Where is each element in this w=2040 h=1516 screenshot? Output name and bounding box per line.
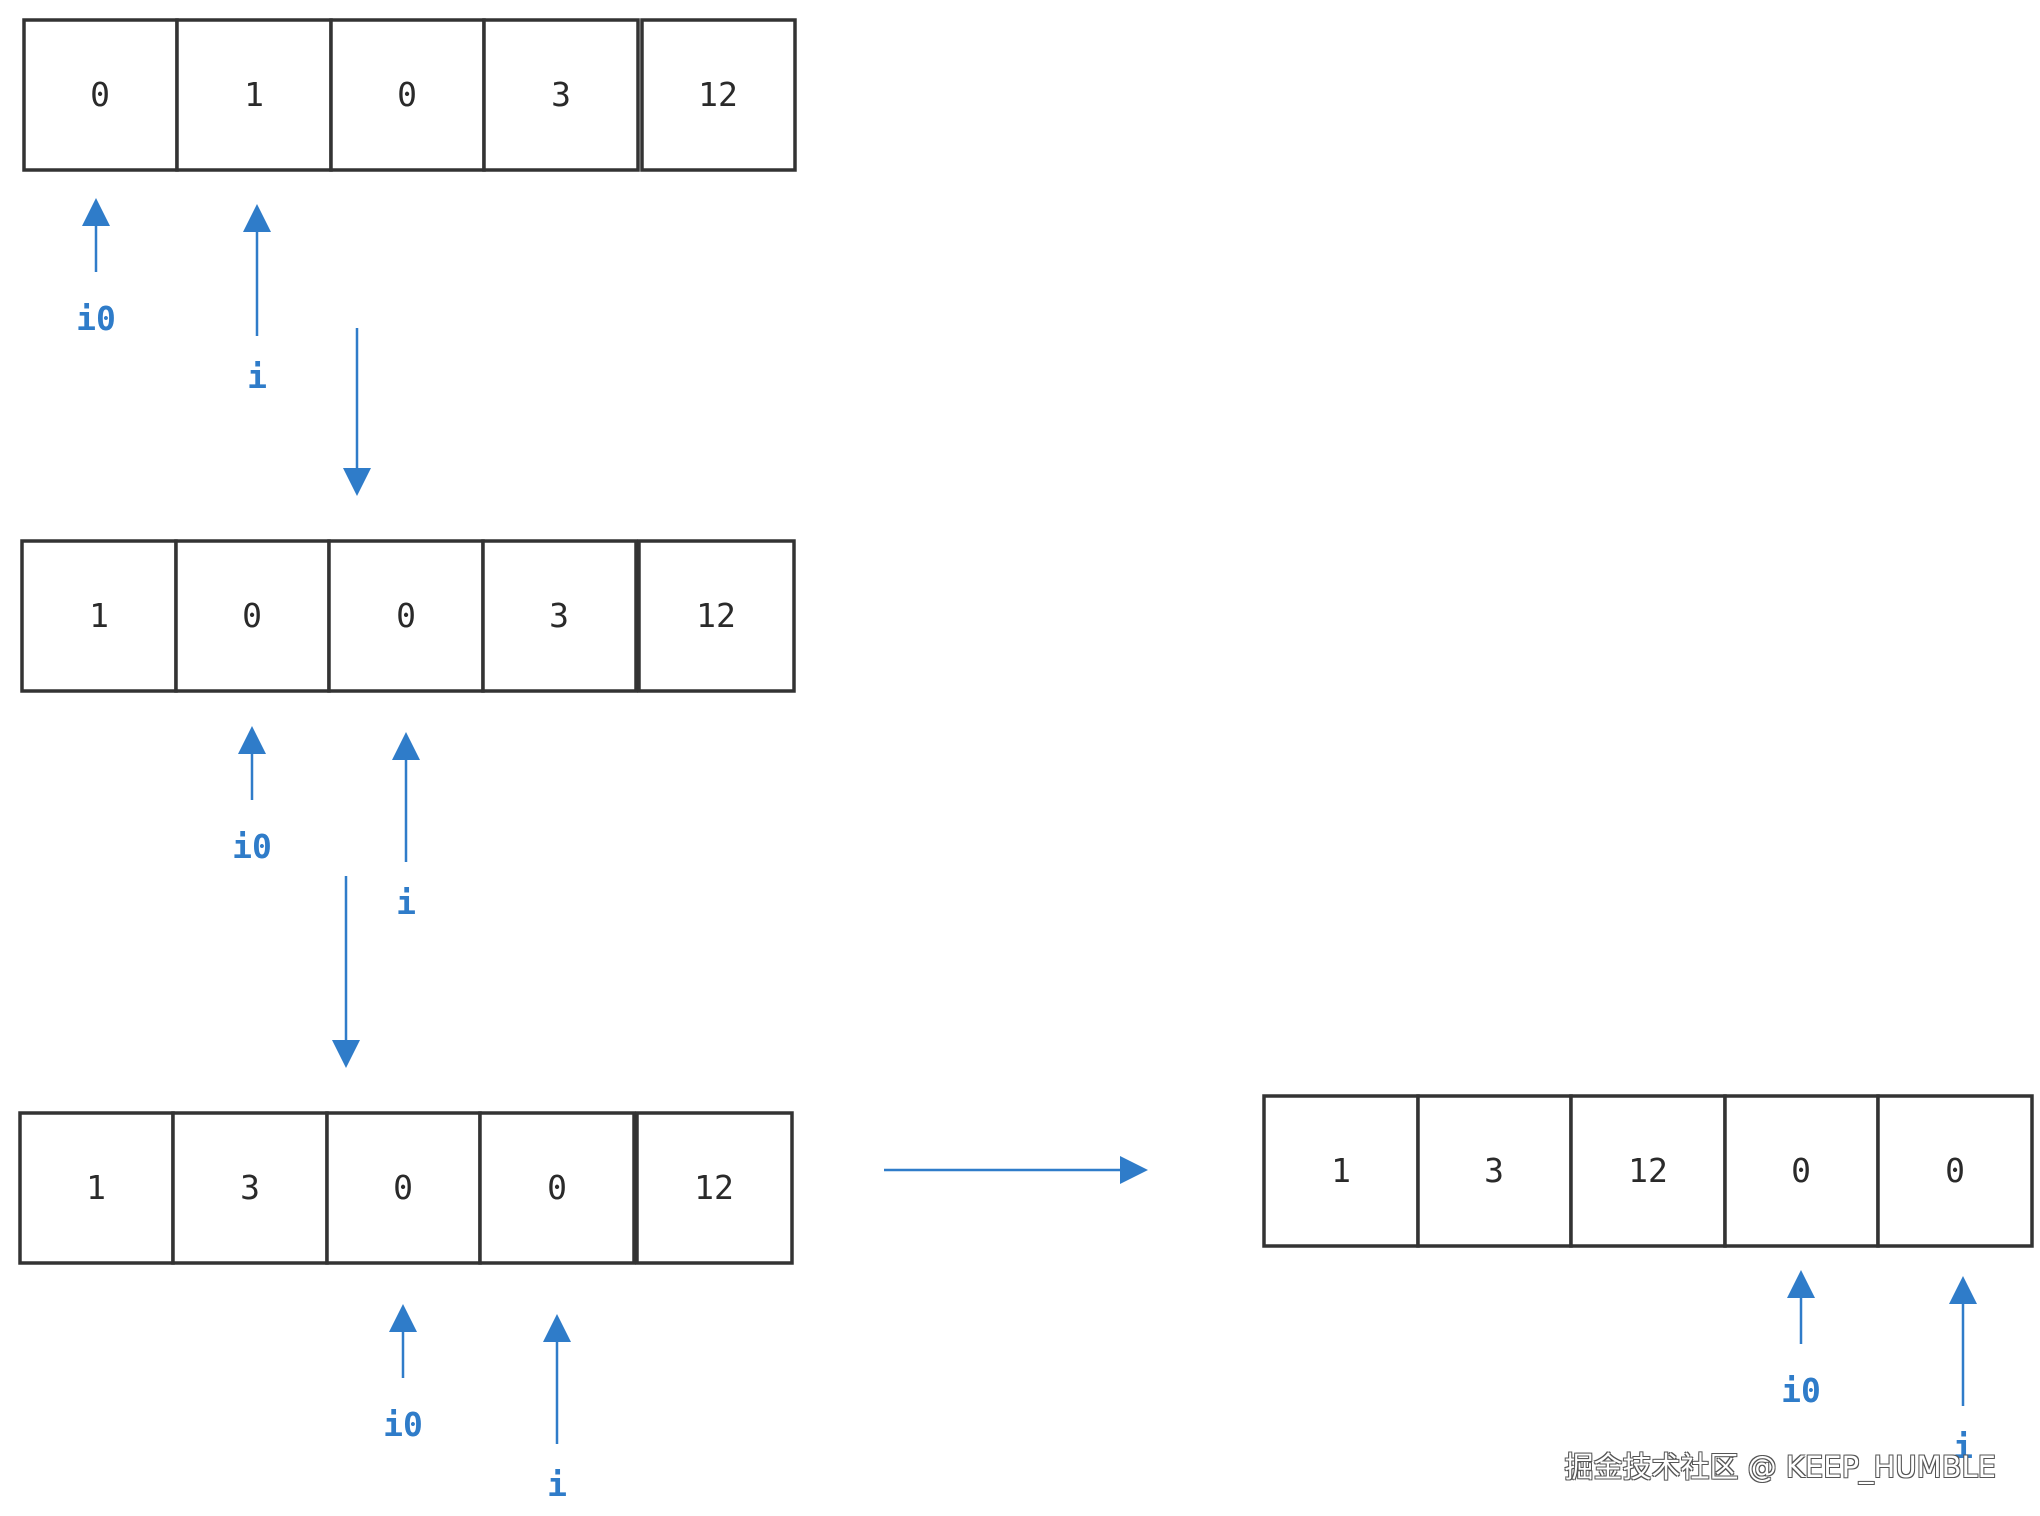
pointer-i0: i0 bbox=[1781, 1270, 1821, 1410]
pointer-arrow-icon bbox=[1787, 1270, 1815, 1298]
array-cell: 12 bbox=[635, 1111, 794, 1265]
pointer-i0: i0 bbox=[76, 198, 116, 338]
pointer-label: i0 bbox=[1781, 1371, 1821, 1410]
cell-value: 12 bbox=[698, 75, 738, 114]
pointer-arrow-icon bbox=[1949, 1276, 1977, 1304]
pointer-label: i bbox=[547, 1465, 567, 1504]
array-cell: 12 bbox=[637, 539, 796, 693]
transition-arrow-down bbox=[332, 876, 360, 1068]
cell-value: 0 bbox=[1791, 1151, 1811, 1190]
pointer-arrow-icon bbox=[238, 726, 266, 754]
cell-value: 12 bbox=[1628, 1151, 1668, 1190]
array-cell: 1 bbox=[1262, 1094, 1420, 1248]
cell-value: 1 bbox=[1331, 1151, 1351, 1190]
array-cell: 12 bbox=[1569, 1094, 1727, 1248]
pointer-label: i bbox=[247, 357, 267, 396]
array-cell: 1 bbox=[175, 18, 333, 172]
cell-value: 3 bbox=[240, 1168, 260, 1207]
pointer-i: i bbox=[1949, 1276, 1977, 1466]
array-cell: 0 bbox=[329, 18, 486, 172]
watermark: 掘金技术社区 @ KEEP_HUMBLE bbox=[1564, 1450, 1996, 1484]
pointer-label: i0 bbox=[383, 1405, 423, 1444]
arrow-down-icon bbox=[343, 468, 371, 496]
pointer-i: i bbox=[243, 204, 271, 396]
array-cell: 1 bbox=[18, 1111, 175, 1265]
cell-value: 12 bbox=[694, 1168, 734, 1207]
cell-value: 1 bbox=[86, 1168, 106, 1207]
array-cell: 12 bbox=[640, 18, 797, 172]
array-cell: 0 bbox=[325, 1111, 482, 1265]
pointer-label: i bbox=[396, 883, 416, 922]
pointer-label: i0 bbox=[232, 827, 272, 866]
cell-value: 1 bbox=[244, 75, 264, 114]
transition-arrow-right bbox=[884, 1156, 1148, 1184]
array-step-1: 0 1 0 3 12 bbox=[22, 18, 797, 172]
cell-value: 0 bbox=[393, 1168, 413, 1207]
pointer-arrow-icon bbox=[543, 1314, 571, 1342]
arrow-down-icon bbox=[332, 1040, 360, 1068]
array-cell: 3 bbox=[171, 1111, 329, 1265]
pointer-i0: i0 bbox=[232, 726, 272, 866]
array-cell: 0 bbox=[327, 539, 485, 693]
cell-value: 0 bbox=[397, 75, 417, 114]
pointer-arrow-icon bbox=[82, 198, 110, 226]
array-cell: 0 bbox=[22, 18, 179, 172]
cell-value: 0 bbox=[90, 75, 110, 114]
array-cell: 0 bbox=[1723, 1094, 1880, 1248]
array-step-2: 1 0 0 3 12 bbox=[20, 539, 796, 693]
array-cell: 0 bbox=[1876, 1094, 2034, 1248]
pointer-arrow-icon bbox=[389, 1304, 417, 1332]
cell-value: 0 bbox=[396, 596, 416, 635]
array-cell: 0 bbox=[478, 1111, 636, 1265]
arrow-right-icon bbox=[1120, 1156, 1148, 1184]
cell-value: 0 bbox=[242, 596, 262, 635]
cell-value: 0 bbox=[1945, 1151, 1965, 1190]
pointer-i: i bbox=[392, 732, 420, 922]
pointer-arrow-icon bbox=[243, 204, 271, 232]
array-cell: 3 bbox=[482, 18, 640, 172]
array-step-final: 1 3 12 0 0 bbox=[1262, 1094, 2034, 1248]
cell-value: 12 bbox=[696, 596, 736, 635]
cell-value: 3 bbox=[549, 596, 569, 635]
pointer-label: i0 bbox=[76, 299, 116, 338]
cell-value: 3 bbox=[551, 75, 571, 114]
pointer-i: i bbox=[543, 1314, 571, 1504]
array-cell: 1 bbox=[20, 539, 178, 693]
pointer-arrow-icon bbox=[392, 732, 420, 760]
pointer-label: i bbox=[1953, 1427, 1973, 1466]
cell-value: 0 bbox=[547, 1168, 567, 1207]
array-cell: 3 bbox=[481, 539, 638, 693]
cell-value: 1 bbox=[89, 596, 109, 635]
array-cell: 0 bbox=[174, 539, 331, 693]
cell-value: 3 bbox=[1484, 1151, 1504, 1190]
pointer-i0: i0 bbox=[383, 1304, 423, 1444]
array-step-3: 1 3 0 0 12 bbox=[18, 1111, 794, 1265]
array-cell: 3 bbox=[1416, 1094, 1573, 1248]
transition-arrow-down bbox=[343, 328, 371, 496]
